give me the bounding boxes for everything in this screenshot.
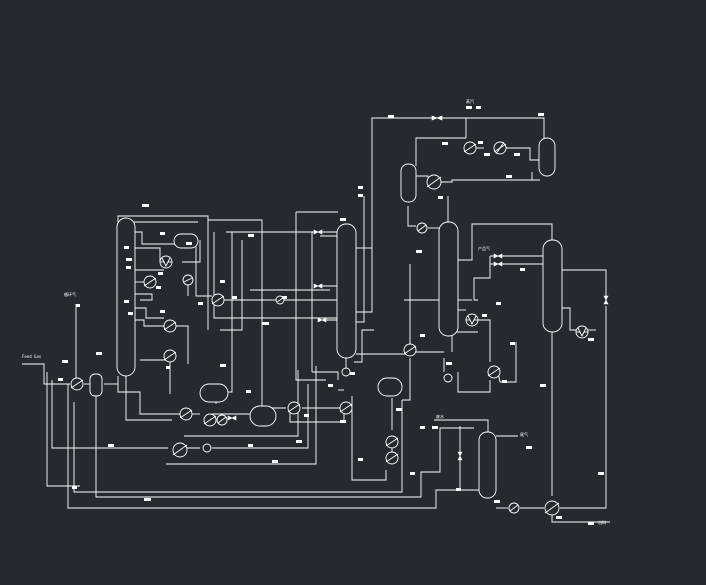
- exchanger-group: [70, 141, 589, 516]
- knockout-drum[interactable]: [89, 373, 103, 397]
- exchanger-e18[interactable]: [416, 222, 428, 234]
- exchanger-e19[interactable]: [426, 174, 442, 190]
- valve-6[interactable]: [493, 261, 499, 267]
- exchanger-feed[interactable]: [70, 377, 84, 391]
- exchanger-e5[interactable]: [163, 349, 177, 363]
- column-c2[interactable]: [336, 223, 357, 359]
- drum-h1[interactable]: [173, 233, 199, 249]
- exchanger-e25[interactable]: [508, 502, 520, 514]
- valve-7[interactable]: [603, 295, 609, 301]
- exchanger-e20[interactable]: [463, 141, 477, 155]
- exchanger-e24[interactable]: [575, 325, 589, 339]
- exchanger-e21[interactable]: [493, 141, 507, 155]
- drum-h3[interactable]: [249, 405, 277, 427]
- exchanger-e17[interactable]: [403, 343, 417, 357]
- vessel-bottom-drum[interactable]: [478, 431, 497, 499]
- valve-9[interactable]: [227, 415, 233, 421]
- exchanger-e6[interactable]: [211, 293, 225, 307]
- exchanger-e11[interactable]: [172, 442, 188, 458]
- valve-1b[interactable]: [436, 115, 443, 121]
- column-c4[interactable]: [542, 239, 563, 333]
- label-recycle-gas: 循环气: [64, 291, 76, 297]
- label-tail: 出料: [598, 519, 606, 525]
- valve-5b[interactable]: [497, 253, 503, 259]
- valve-8[interactable]: [457, 451, 463, 457]
- exchanger-e1[interactable]: [159, 255, 173, 269]
- label-steam-top: 蒸汽: [466, 98, 474, 104]
- exchanger-e4[interactable]: [163, 319, 177, 333]
- valve-7b[interactable]: [603, 299, 609, 305]
- label-product-1: 产品气: [478, 245, 490, 251]
- pipe-network: [22, 117, 610, 523]
- exchanger-e26[interactable]: [544, 500, 560, 516]
- label-waste: 废水: [436, 413, 444, 419]
- valve-6b[interactable]: [497, 261, 503, 267]
- valve-4[interactable]: [317, 317, 323, 323]
- exchanger-e2[interactable]: [143, 275, 157, 289]
- exchanger-e9[interactable]: [203, 413, 217, 427]
- exchanger-e13[interactable]: [287, 401, 301, 415]
- stream-labels: Feed Gas 蒸汽 循环气 产品气 尾气 废水 出料: [22, 98, 606, 525]
- exchanger-e16[interactable]: [385, 451, 399, 465]
- valve-3[interactable]: [313, 283, 319, 289]
- valve-5[interactable]: [493, 253, 499, 259]
- exchanger-e22[interactable]: [465, 313, 479, 327]
- label-product-2: 尾气: [520, 431, 528, 437]
- column-c1[interactable]: [116, 217, 136, 377]
- valve-group: [227, 115, 609, 461]
- valve-4b[interactable]: [321, 317, 327, 323]
- valve-3b[interactable]: [317, 283, 323, 289]
- equipment-tags: [58, 106, 604, 525]
- pump-p1[interactable]: [341, 367, 351, 377]
- valve-8b[interactable]: [457, 455, 463, 461]
- exchanger-e23[interactable]: [487, 365, 501, 379]
- drum-h2[interactable]: [199, 383, 229, 403]
- exchanger-e3[interactable]: [182, 274, 194, 286]
- exchanger-e12[interactable]: [202, 443, 212, 453]
- drum-h4[interactable]: [377, 377, 403, 397]
- exchanger-e10[interactable]: [216, 414, 228, 426]
- valve-1[interactable]: [431, 115, 438, 121]
- pump-p2[interactable]: [443, 373, 453, 383]
- exchanger-e15[interactable]: [385, 435, 399, 449]
- valve-9b[interactable]: [231, 415, 237, 421]
- valve-2b[interactable]: [317, 229, 323, 235]
- vessel-reflux-drum-top[interactable]: [538, 137, 556, 177]
- exchanger-e8[interactable]: [179, 407, 193, 421]
- exchanger-e14[interactable]: [339, 401, 353, 415]
- column-c3[interactable]: [438, 221, 459, 337]
- vessel-group: [89, 137, 563, 499]
- valve-2[interactable]: [313, 229, 319, 235]
- vessel-reflux-drum-mid[interactable]: [400, 163, 417, 203]
- label-feed-gas: Feed Gas: [22, 354, 42, 359]
